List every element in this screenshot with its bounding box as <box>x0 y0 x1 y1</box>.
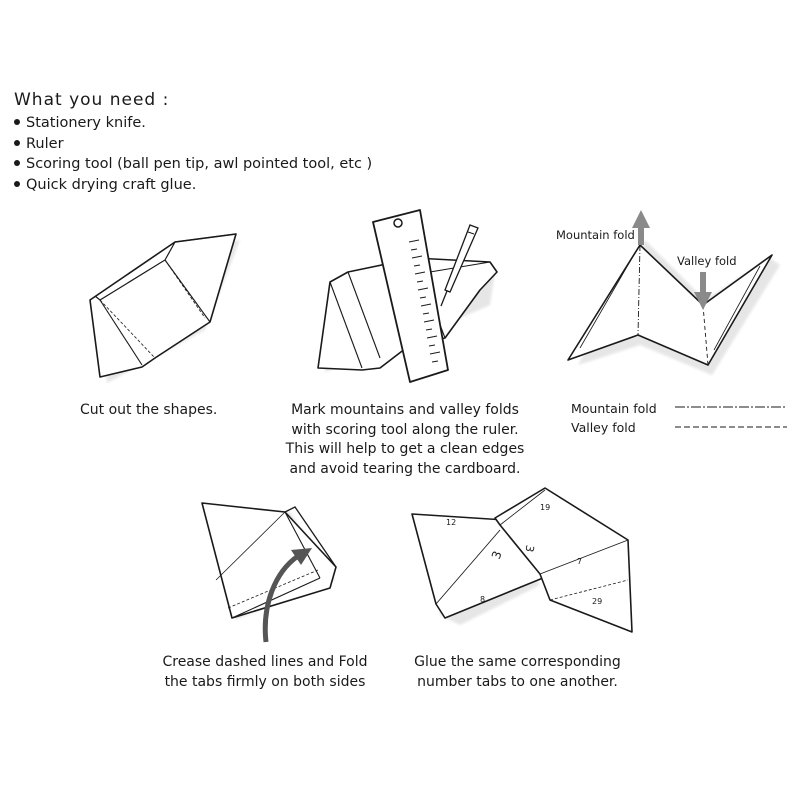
scoring-illustration <box>317 209 498 383</box>
bullet-icon <box>14 139 20 146</box>
ruler-ticks <box>408 239 441 363</box>
bullet-icon <box>14 119 20 125</box>
list-item: Scoring tool (ball pen tip, awl pointed … <box>14 154 372 175</box>
tab-number: 7 <box>577 557 583 566</box>
bullet-icon <box>14 160 20 166</box>
step-caption-crease: Crease dashed lines and Fold the tabs fi… <box>162 654 368 690</box>
tab-number: 8 <box>480 595 486 604</box>
step-caption-cut: Cut out the shapes. <box>80 402 218 418</box>
bullet-icon <box>14 180 20 187</box>
crease-illustration <box>201 502 337 643</box>
step-caption-glue: Glue the same corresponding number tabs … <box>414 654 621 690</box>
page-title: What you need : <box>14 90 170 110</box>
tab-number: 19 <box>540 503 551 512</box>
list-item: Stationery knife. <box>14 113 372 134</box>
cut-shape-illustration <box>89 233 240 383</box>
requirements-list: Stationery knife. Ruler Scoring tool (ba… <box>14 113 372 195</box>
legend-valley-fold: Valley fold <box>571 420 636 435</box>
mountain-fold-label: Mountain fold <box>556 228 635 242</box>
legend-mountain-fold: Mountain fold <box>571 401 657 416</box>
glue-illustration <box>411 487 633 633</box>
tab-number: 12 <box>446 518 457 527</box>
fold-illustration <box>567 210 787 428</box>
list-item: Ruler <box>14 134 372 155</box>
step-caption-mark: Mark mountains and valley folds with sco… <box>285 402 525 477</box>
list-item: Quick drying craft glue. <box>14 175 372 196</box>
valley-fold-label: Valley fold <box>677 254 737 268</box>
tab-number: 29 <box>592 597 603 606</box>
